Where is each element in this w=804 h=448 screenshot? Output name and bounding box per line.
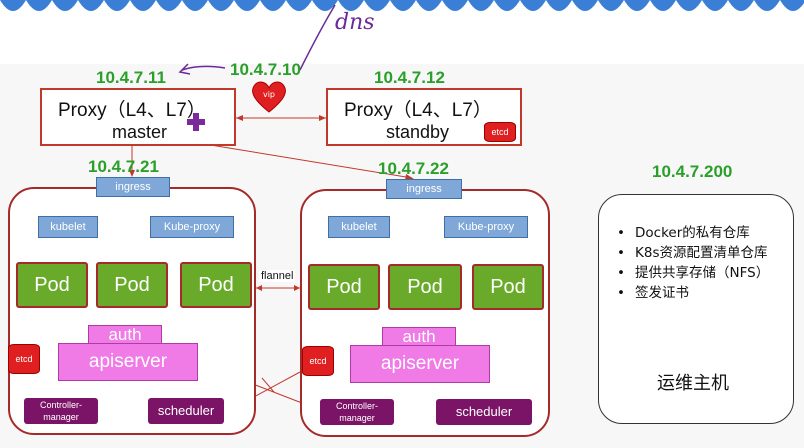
proxy-standby: Proxy（L4、L7） standby etcd <box>326 88 522 146</box>
node2-controller-manager: Controller- manager <box>320 399 394 425</box>
node2-pod-1: Pod <box>308 264 380 310</box>
node1-pod-1: Pod <box>16 262 88 308</box>
top-decorative-strip <box>0 0 804 16</box>
node1-apiserver: apiserver <box>58 343 198 381</box>
vip-label: vip <box>262 90 276 99</box>
ops-item-4: 签发证书 <box>617 283 769 303</box>
node2-pod-3: Pod <box>472 264 544 310</box>
wave-decoration <box>0 0 804 14</box>
node1-pod-2: Pod <box>96 262 168 308</box>
ops-host-box: Docker的私有仓库 K8s资源配置清单仓库 提供共享存储（NFS） 签发证书… <box>598 194 794 424</box>
proxy-master-title: Proxy（L4、L7） <box>58 100 206 121</box>
vip-ip: 10.4.7.10 <box>230 60 301 79</box>
ops-ip: 10.4.7.200 <box>652 162 733 181</box>
proxy-master: Proxy（L4、L7） master <box>40 88 236 146</box>
node1-ip: 10.4.7.21 <box>88 157 159 176</box>
node2-ingress: ingress <box>386 179 462 199</box>
ops-item-1: Docker的私有仓库 <box>617 223 769 243</box>
standby-ip: 10.4.7.12 <box>374 68 445 87</box>
node1-kube-proxy: Kube-proxy <box>150 216 234 238</box>
node2-kubelet: kubelet <box>328 216 390 238</box>
node2-scheduler: scheduler <box>436 399 532 425</box>
node2-apiserver: apiserver <box>350 345 490 383</box>
heart-icon <box>252 81 286 113</box>
node2-auth: auth <box>382 327 456 347</box>
node1-auth: auth <box>88 325 162 345</box>
proxy-master-role: master <box>112 122 168 142</box>
ops-item-2: K8s资源配置清单仓库 <box>617 243 769 263</box>
node2-etcd: etcd <box>302 346 334 376</box>
node1-controller-manager: Controller- manager <box>24 398 98 424</box>
plus-icon <box>186 112 206 136</box>
ops-host-list: Docker的私有仓库 K8s资源配置清单仓库 提供共享存储（NFS） 签发证书 <box>617 223 769 303</box>
vip-heart: vip <box>250 80 288 114</box>
proxy-standby-role: standby <box>386 122 450 142</box>
annotation-stroke <box>299 4 336 71</box>
dns-annotation: dns <box>335 10 375 35</box>
flannel-label: flannel <box>259 270 296 282</box>
node2-kube-proxy: Kube-proxy <box>444 216 528 238</box>
standby-etcd-cylinder: etcd <box>484 122 516 142</box>
proxy-standby-title: Proxy（L4、L7） <box>344 100 492 121</box>
ops-item-3: 提供共享存储（NFS） <box>617 263 769 283</box>
node1-etcd: etcd <box>8 344 40 374</box>
node1-ingress: ingress <box>96 177 170 197</box>
node1-pod-3: Pod <box>180 262 252 308</box>
node2-ip: 10.4.7.22 <box>378 159 449 178</box>
ops-host-title: 运维主机 <box>657 373 729 394</box>
node2-pod-2: Pod <box>388 264 462 310</box>
master-ip: 10.4.7.11 <box>96 68 166 87</box>
node1-kubelet: kubelet <box>38 216 98 238</box>
node1-scheduler: scheduler <box>148 398 224 424</box>
